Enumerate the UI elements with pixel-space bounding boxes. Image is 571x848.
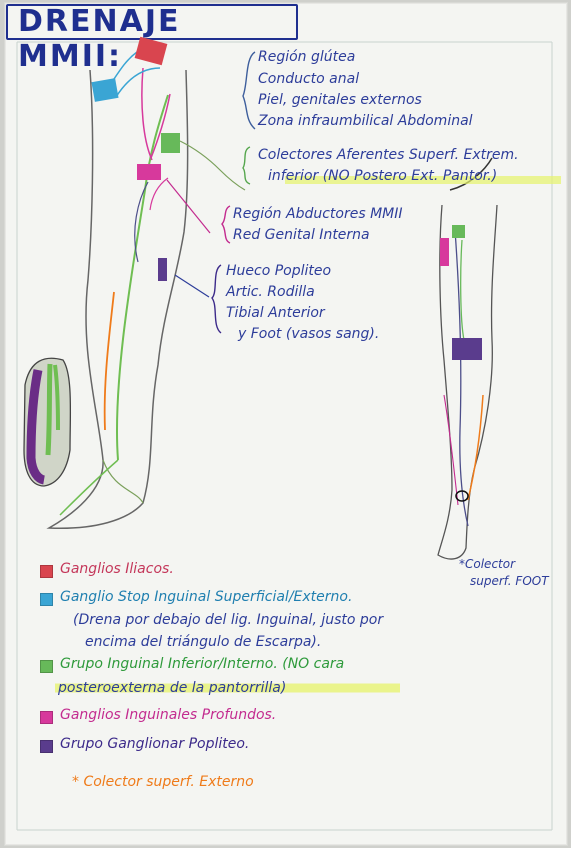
annotation-group3-line2: Red Genital Interna	[233, 227, 370, 243]
annotation-group1-line2: Conducto anal	[258, 71, 360, 87]
annotation-group4-line3: Tibial Anterior	[226, 305, 325, 321]
annotation-group1-line3: Piel, genitales externos	[258, 92, 422, 108]
annotation-group4-line1: Hueco Popliteo	[226, 263, 332, 279]
legend-blue-text: Ganglio Stop Inguinal Superficial/Extern…	[60, 589, 353, 605]
legend-green-note: posteroexterna de la pantorrilla)	[58, 680, 287, 696]
green-vessel-main	[115, 94, 169, 461]
annotation-group1-line1: Región glútea	[258, 49, 356, 65]
legend-blue-note-2: encima del triángulo de Escarpa).	[85, 634, 322, 650]
title-box: DRENAJE MMII:	[6, 4, 298, 74]
right-node-pink	[440, 238, 449, 266]
node-superficial-blue	[91, 78, 119, 102]
annotation-group2-line2: inferior (NO Postero Ext. Pantor.)	[268, 168, 498, 184]
annotation-group1-line4: Zona infraumbilical Abdominal	[258, 113, 473, 129]
annotation-group4-line4: y Foot (vasos sang).	[238, 326, 380, 342]
annotation-group4-line2: Artic. Rodilla	[226, 284, 315, 300]
node-popliteal-purple	[158, 258, 167, 281]
collector-label-2: superf. FOOT	[470, 574, 549, 588]
legend-blue-swatch	[40, 593, 53, 606]
right-node-purple	[452, 338, 482, 360]
annotation-group2-line1: Colectores Aferentes Superf. Extrem.	[258, 147, 519, 163]
node-iliac-red	[134, 36, 168, 66]
right-node-green	[452, 225, 465, 238]
legend-orange-text: * Colector superf. Externo	[72, 774, 254, 790]
node-inguinal-green	[161, 133, 180, 153]
legend-pink-swatch	[40, 711, 53, 724]
legend-purple-text: Grupo Ganglionar Popliteo.	[60, 736, 250, 752]
legend-blue-note-1: (Drena por debajo del lig. Inguinal, jus…	[73, 612, 384, 628]
legend-red-swatch	[40, 565, 53, 578]
annotation-group3-line1: Región Abductores MMII	[233, 206, 403, 222]
legend-purple-swatch	[40, 740, 53, 753]
main-leg-outline	[46, 69, 189, 530]
legend-pink-text: Ganglios Inguinales Profundos.	[60, 707, 277, 723]
legend-green-swatch	[40, 660, 53, 673]
node-deep-pink	[137, 164, 161, 180]
collector-label-1: *Colector	[459, 557, 516, 571]
legend-red-text: Ganglios Iliacos.	[60, 561, 174, 577]
legend-green-text: Grupo Inguinal Inferior/Interno. (NO car…	[60, 656, 345, 672]
page-title: DRENAJE MMII:	[18, 4, 181, 74]
right-ankle-node	[455, 490, 469, 502]
right-leg-outline	[437, 204, 498, 560]
